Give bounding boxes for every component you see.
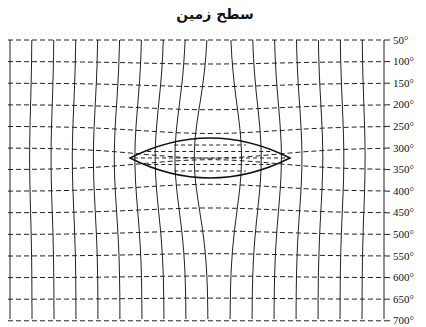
isotherm-line <box>8 320 386 321</box>
tick-mark <box>386 234 390 235</box>
lens-isotherm <box>147 164 273 165</box>
lens-isotherm <box>147 151 273 152</box>
tick-mark <box>386 83 390 84</box>
heat-flow-line <box>155 40 164 319</box>
temperature-label: 650° <box>392 293 415 306</box>
diagram-title: سطح زمین <box>176 6 253 22</box>
heat-flow-line <box>230 40 241 319</box>
temperature-label: 50° <box>392 34 409 47</box>
temperature-label: 600° <box>392 271 415 284</box>
temperature-label: 450° <box>392 206 415 219</box>
temperature-label: 200° <box>392 98 415 111</box>
lens-isotherm <box>174 145 246 146</box>
isotherm-line <box>8 105 386 110</box>
isotherm-line <box>8 127 386 134</box>
isotherm-line <box>8 231 386 234</box>
tick-mark <box>386 212 390 213</box>
tick-mark <box>386 126 390 127</box>
isotherm-line <box>8 160 386 170</box>
isotherm-line <box>8 298 386 299</box>
heat-flow-line <box>93 40 98 319</box>
tick-mark <box>386 104 390 105</box>
heat-flow-line <box>252 40 261 319</box>
tick-mark <box>386 299 390 300</box>
tick-mark <box>386 40 390 41</box>
temperature-label: 150° <box>392 77 415 90</box>
isotherm-line <box>8 40 386 41</box>
tick-mark <box>386 169 390 170</box>
temperature-label: 350° <box>392 163 415 176</box>
isotherm-line <box>8 254 386 256</box>
heat-flow-line <box>72 40 76 319</box>
isotherm-line <box>8 83 386 86</box>
tick-mark <box>386 256 390 257</box>
tick-mark <box>386 148 390 149</box>
temperature-label: 700° <box>392 314 415 327</box>
temperature-label: 250° <box>392 120 415 133</box>
heat-flow-line <box>51 40 54 319</box>
temperature-label: 500° <box>392 228 415 241</box>
heat-flow-line <box>340 40 344 319</box>
tick-mark <box>386 191 390 192</box>
isotherm-line <box>8 276 386 278</box>
heat-flow-line <box>274 40 281 319</box>
heat-flow-line <box>30 40 32 319</box>
tick-mark <box>386 277 390 278</box>
heat-flow-line <box>318 40 323 319</box>
heat-flow-line <box>194 40 208 319</box>
temperature-label: 400° <box>392 185 415 198</box>
isotherm-line <box>8 62 386 64</box>
tick-mark <box>386 320 390 321</box>
heat-flow-line <box>10 40 11 319</box>
isotherm-line <box>8 148 386 158</box>
heat-flow-line <box>296 40 302 319</box>
temperature-label: 100° <box>392 55 415 68</box>
heat-flow-line <box>135 40 142 319</box>
temperature-label: 550° <box>392 250 415 263</box>
heat-flow-line <box>384 40 385 319</box>
temperature-label: 300° <box>392 142 415 155</box>
isotherm-line <box>8 208 386 213</box>
heat-flow-line <box>114 40 120 319</box>
lens-isotherm <box>174 171 246 172</box>
heat-flow-line <box>175 40 186 319</box>
lens-isotherm <box>134 158 286 159</box>
heat-flow-line <box>362 40 365 319</box>
lens-body <box>130 138 290 178</box>
tick-mark <box>386 61 390 62</box>
